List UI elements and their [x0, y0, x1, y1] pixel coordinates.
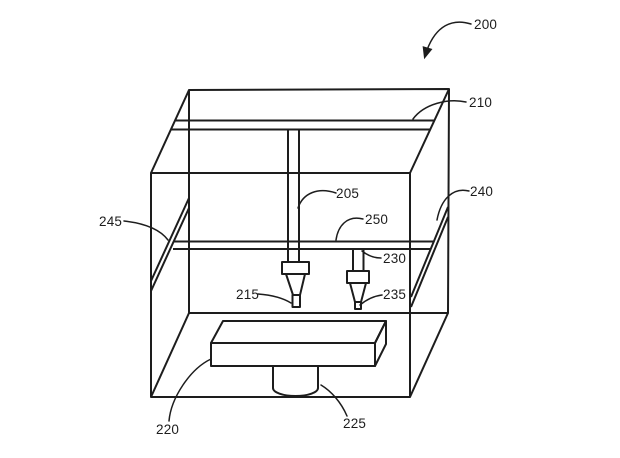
right-side-rail	[410, 206, 449, 308]
arrowhead-icon	[422, 46, 433, 60]
leader-220	[168, 358, 212, 422]
ref-label-230: 230	[383, 251, 407, 266]
pedestal-cylinder	[272, 366, 319, 397]
left-extruder-block	[281, 261, 310, 275]
ref-label-215: 215	[236, 287, 260, 302]
enclosure-front-face	[150, 172, 411, 398]
ref-label-225: 225	[343, 416, 367, 431]
enclosure-bottom-left-edge	[150, 312, 190, 398]
right-extruder-block	[346, 270, 370, 284]
left-side-rail	[150, 197, 190, 292]
left-extruder-nozzle-tip	[291, 294, 301, 308]
right-extruder-nozzle-tip	[354, 301, 362, 310]
top-gantry-rail	[171, 119, 434, 131]
leader-225	[320, 384, 348, 417]
leader-240	[436, 189, 470, 221]
ref-label-235: 235	[383, 287, 407, 302]
left-extruder	[281, 261, 310, 308]
platform-top-face	[210, 320, 387, 344]
ref-label-200: 200	[474, 17, 498, 32]
right-extruder-funnel	[349, 282, 367, 303]
ref-label-205: 205	[336, 186, 360, 201]
pedestal-bottom-ellipse	[272, 387, 319, 397]
enclosure-top-right-edge	[409, 88, 450, 174]
leader-205	[297, 189, 337, 209]
leader-lines	[123, 21, 472, 422]
leader-215	[257, 293, 292, 304]
leader-245	[123, 220, 169, 241]
leader-230	[361, 250, 382, 259]
left-extruder-funnel	[285, 273, 306, 296]
ref-label-250: 250	[365, 212, 389, 227]
vertical-rod	[287, 129, 300, 262]
build-platform	[210, 320, 387, 367]
ref-label-245: 245	[99, 214, 123, 229]
ref-label-240: 240	[470, 184, 494, 199]
leader-250	[335, 217, 364, 241]
ref-label-210: 210	[469, 95, 493, 110]
platform-right-face	[374, 320, 387, 367]
enclosure-bottom-right-edge	[409, 312, 449, 398]
ref-label-220: 220	[156, 422, 180, 437]
enclosure-top-left-edge	[150, 89, 190, 174]
platform-front-face	[210, 342, 376, 367]
leader-200	[426, 21, 472, 51]
enclosure-frame	[150, 88, 450, 398]
cross-gantry-rail	[173, 240, 434, 250]
leader-235	[359, 294, 383, 306]
leader-210	[412, 100, 467, 120]
